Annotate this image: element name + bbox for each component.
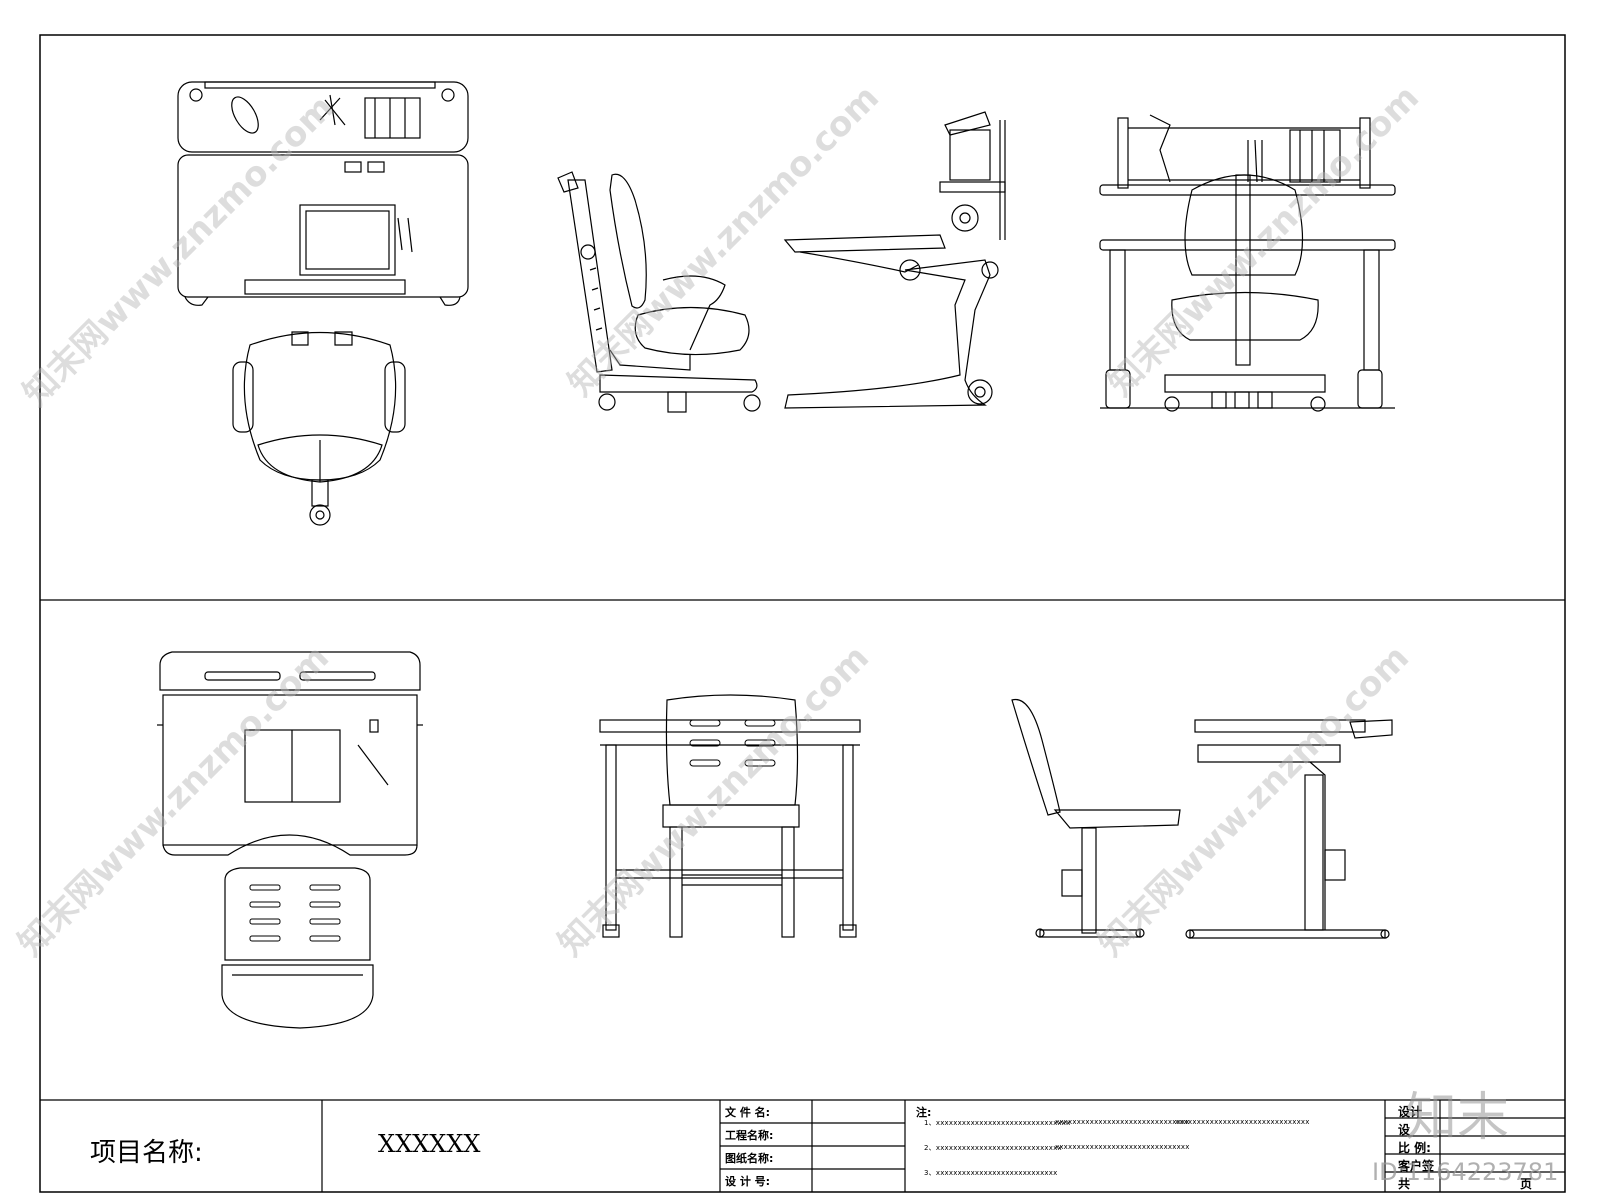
page-suffix-label: 页 <box>1520 1177 1533 1191</box>
project-name-value: XXXXXX <box>378 1130 481 1158</box>
note-line-1b: xxxxxxxxxxxxxxxxxxxxxxxxxxxxxxx <box>1055 1118 1190 1126</box>
project-title-label: 工程名称: <box>725 1129 774 1142</box>
outer-frame <box>39 34 1566 1193</box>
desk2-side-view <box>1185 719 1393 939</box>
design-label: 设 <box>1398 1123 1411 1137</box>
note-line-2a: 2、xxxxxxxxxxxxxxxxxxxxxxxxxxxxx <box>924 1144 1062 1152</box>
chair-top-view <box>232 331 406 526</box>
watermark-id: ID:1164223781 <box>1372 1158 1559 1186</box>
note-line-1a: 1、xxxxxxxxxxxxxxxxxxxxxxxxxxxxxxx <box>924 1119 1071 1127</box>
chair2-top-view <box>221 867 374 1029</box>
title-block-lines <box>40 1099 1565 1192</box>
notes-label: 注: <box>916 1106 932 1119</box>
chair-side-view <box>557 171 761 413</box>
note-line-3: 3、xxxxxxxxxxxxxxxxxxxxxxxxxxxx <box>924 1169 1058 1177</box>
desk2-front-view <box>599 694 861 938</box>
drawing-name-label: 图纸名称: <box>725 1152 774 1165</box>
note-line-2b: xxxxxxxxxxxxxxxxxxxxxxxxxxxxxxx <box>1055 1143 1190 1151</box>
project-name-label: 项目名称: <box>90 1138 203 1168</box>
watermark-logo: 知末 <box>1405 1088 1510 1148</box>
designer-label: 设计 <box>1398 1105 1423 1119</box>
desk-chair-front-view <box>1099 114 1396 412</box>
design-number-label: 设 计 号: <box>725 1175 771 1188</box>
client-sign-label: 客户签 <box>1398 1159 1435 1173</box>
note-line-1c: xxxxxxxxxxxxxxxxxxxxxxxxxxxxxxx <box>1175 1118 1310 1126</box>
desk-side-view <box>783 111 1006 409</box>
file-name-label: 文 件 名: <box>725 1106 771 1119</box>
chair2-side-view <box>1011 698 1181 938</box>
total-pages-label: 共 <box>1398 1177 1411 1191</box>
scale-label: 比 例: <box>1398 1141 1431 1155</box>
desk2-top-view <box>157 651 423 856</box>
desk-top-view <box>177 81 469 306</box>
